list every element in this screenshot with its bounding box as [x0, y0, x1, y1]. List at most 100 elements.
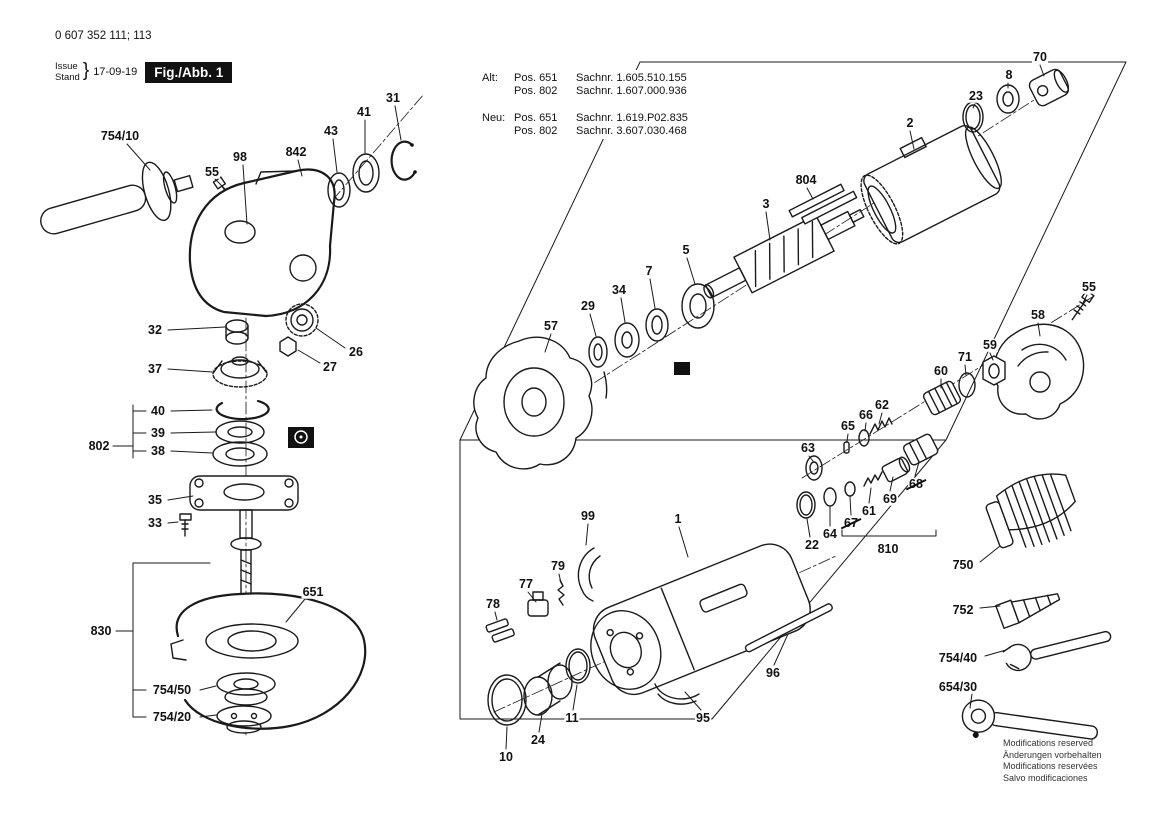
- part-label-77: 77: [518, 576, 534, 591]
- part-label-754-40: 754/40: [937, 650, 979, 665]
- part-label-830: 830: [89, 623, 113, 638]
- part-label-79: 79: [550, 558, 566, 573]
- part-label-70: 70: [1032, 49, 1048, 64]
- part-label-35: 35: [147, 492, 163, 507]
- part-label-60: 60: [933, 363, 949, 378]
- issue-date: 17-09-19: [93, 66, 138, 79]
- drawing-clip-99: [577, 547, 601, 602]
- drawing-housing-1: [590, 543, 811, 696]
- part-label-55-2: 55: [1081, 279, 1097, 294]
- drawing-regulator-68: [902, 433, 939, 466]
- part-label-754-10: 754/10: [99, 128, 141, 143]
- drawing-clip-95: [654, 683, 700, 705]
- neu-row2-sachnr: Sachnr. 3.607.030.468: [576, 125, 687, 137]
- grease-marker-icon: [288, 427, 314, 448]
- drawing-bearing-41: [352, 153, 380, 193]
- part-label-804: 804: [794, 172, 818, 187]
- drawing-oring-71: [958, 372, 976, 398]
- part-label-64: 64: [822, 526, 838, 541]
- part-label-750: 750: [951, 557, 975, 572]
- part-label-3: 3: [761, 196, 771, 211]
- part-label-29: 29: [580, 298, 596, 313]
- part-label-58: 58: [1030, 307, 1046, 322]
- neu-label: Neu:: [482, 112, 506, 124]
- part-label-2: 2: [905, 115, 915, 130]
- drawing-oring-22: [796, 491, 816, 519]
- figure-label: Fig./Abb. 1: [145, 61, 233, 83]
- drawing-sleeve-60: [922, 380, 962, 416]
- drawing-ring-43: [327, 172, 351, 208]
- part-label-31: 31: [385, 90, 401, 105]
- drawing-ring-38: [212, 441, 268, 467]
- part-label-810: 810: [876, 541, 900, 556]
- bracket-830: [115, 562, 211, 718]
- part-label-39: 39: [150, 425, 166, 440]
- part-label-65: 65: [840, 418, 856, 433]
- part-label-68: 68: [908, 476, 924, 491]
- drawing-sleeve-24: [523, 662, 573, 716]
- drawing-oring-11: [565, 648, 591, 684]
- part-label-754-20: 754/20: [151, 709, 193, 724]
- part-label-62: 62: [874, 397, 890, 412]
- drawing-cylinder-2: [860, 125, 1002, 245]
- drawing-cover-58: [993, 323, 1085, 420]
- neu-row2-pos: Pos. 802: [514, 125, 558, 137]
- drawing-vanes-804: [788, 183, 858, 225]
- part-label-32: 32: [147, 322, 163, 337]
- part-label-651: 651: [301, 584, 325, 599]
- modifications-note: Modifications reserved Änderungen vorbeh…: [1003, 738, 1102, 785]
- drawing-sleeve-69: [881, 456, 911, 483]
- bracket-802: [112, 404, 147, 459]
- drawing-flange-57: [473, 336, 593, 470]
- part-label-34: 34: [611, 282, 627, 297]
- part-label-752: 752: [951, 602, 975, 617]
- drawing-spring-79: [557, 579, 565, 606]
- modifications-line-es: Salvo modificaciones: [1003, 773, 1088, 784]
- drawing-ring-67: [844, 481, 856, 497]
- drawing-screw-55-right: [1071, 289, 1095, 321]
- part-label-24: 24: [530, 732, 546, 747]
- drawing-ring-64: [823, 487, 837, 507]
- drawing-fitting-752: [995, 593, 1061, 629]
- part-label-98: 98: [232, 149, 248, 164]
- drawing-cap-70: [1028, 68, 1070, 107]
- part-label-33: 33: [147, 515, 163, 530]
- drawing-valve-77: [527, 591, 549, 617]
- drawing-rotor-3: [703, 208, 865, 299]
- part-label-11: 11: [564, 710, 580, 725]
- alt-row1-pos: Pos. 651: [514, 72, 558, 84]
- drawing-bushing-59: [982, 355, 1006, 386]
- alt-row2-sachnr: Sachnr. 1.607.000.936: [576, 85, 687, 97]
- drawing-sleeve-32: [225, 319, 249, 345]
- drawing-pin-65: [843, 441, 850, 454]
- bearing-block-solid: [674, 362, 690, 375]
- modifications-line-de: Änderungen vorbehalten: [1003, 749, 1102, 760]
- drawing-washer-66: [858, 429, 870, 447]
- part-label-842: 842: [284, 144, 308, 159]
- drawing-wrench-754-40: [997, 630, 1112, 672]
- drawing-bearing-5: [681, 283, 715, 329]
- part-label-57: 57: [543, 318, 559, 333]
- drawing-bearing-39: [215, 420, 265, 444]
- part-label-41: 41: [356, 104, 372, 119]
- part-label-26: 26: [348, 344, 364, 359]
- alt-row1-sachnr: Sachnr. 1.605.510.155: [576, 72, 687, 84]
- part-label-67: 67: [843, 515, 859, 530]
- drawing-oring-10: [487, 674, 527, 726]
- part-label-10: 10: [498, 749, 514, 764]
- part-label-1: 1: [673, 511, 683, 526]
- drawing-clamp-nut-754-20: [216, 705, 272, 734]
- drawing-screw-33: [179, 513, 192, 537]
- part-label-63: 63: [800, 440, 816, 455]
- drawing-side-handle: [40, 161, 194, 235]
- issue-stand-block: Issue Stand } 17-09-19 Fig./Abb. 1: [55, 60, 233, 84]
- drawing-bevel-gear-37: [212, 356, 268, 388]
- alt-label: Alt:: [482, 72, 498, 84]
- drawing-disc-34: [614, 322, 640, 358]
- drawing-plates-78: [485, 618, 515, 643]
- brace-glyph: }: [82, 60, 90, 82]
- part-label-95: 95: [695, 710, 711, 725]
